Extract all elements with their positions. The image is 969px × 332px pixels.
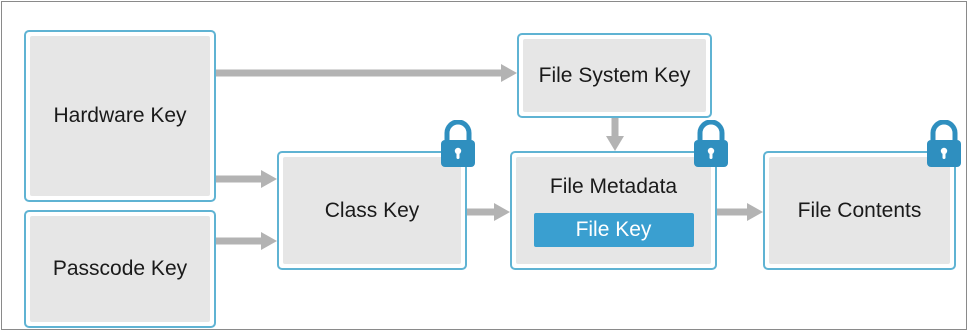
arrow-filesystem-to-metadata bbox=[606, 118, 624, 151]
file-system-key-label: File System Key bbox=[523, 39, 706, 112]
arrow-hardware-to-classkey bbox=[216, 170, 277, 188]
file-metadata-node: File Metadata File Key bbox=[510, 151, 717, 270]
class-key-label: Class Key bbox=[283, 157, 461, 264]
arrow-metadata-to-contents bbox=[717, 203, 763, 221]
arrow-passcode-to-classkey bbox=[216, 232, 277, 250]
padlock-icon bbox=[694, 120, 728, 167]
class-key-node: Class Key bbox=[277, 151, 467, 270]
hardware-key-node: Hardware Key bbox=[24, 30, 216, 202]
passcode-key-node: Passcode Key bbox=[24, 210, 216, 328]
file-contents-label: File Contents bbox=[769, 157, 950, 264]
file-key-badge: File Key bbox=[533, 212, 694, 247]
arrow-classkey-to-metadata bbox=[467, 203, 510, 221]
passcode-key-label: Passcode Key bbox=[30, 216, 210, 322]
file-system-key-node: File System Key bbox=[517, 33, 712, 118]
file-contents-node: File Contents bbox=[763, 151, 956, 270]
padlock-icon bbox=[927, 120, 961, 167]
padlock-icon bbox=[441, 120, 475, 167]
file-metadata-label: File Metadata bbox=[549, 174, 678, 198]
hardware-key-label: Hardware Key bbox=[30, 36, 210, 196]
arrow-hardware-to-filesystem bbox=[216, 64, 517, 82]
